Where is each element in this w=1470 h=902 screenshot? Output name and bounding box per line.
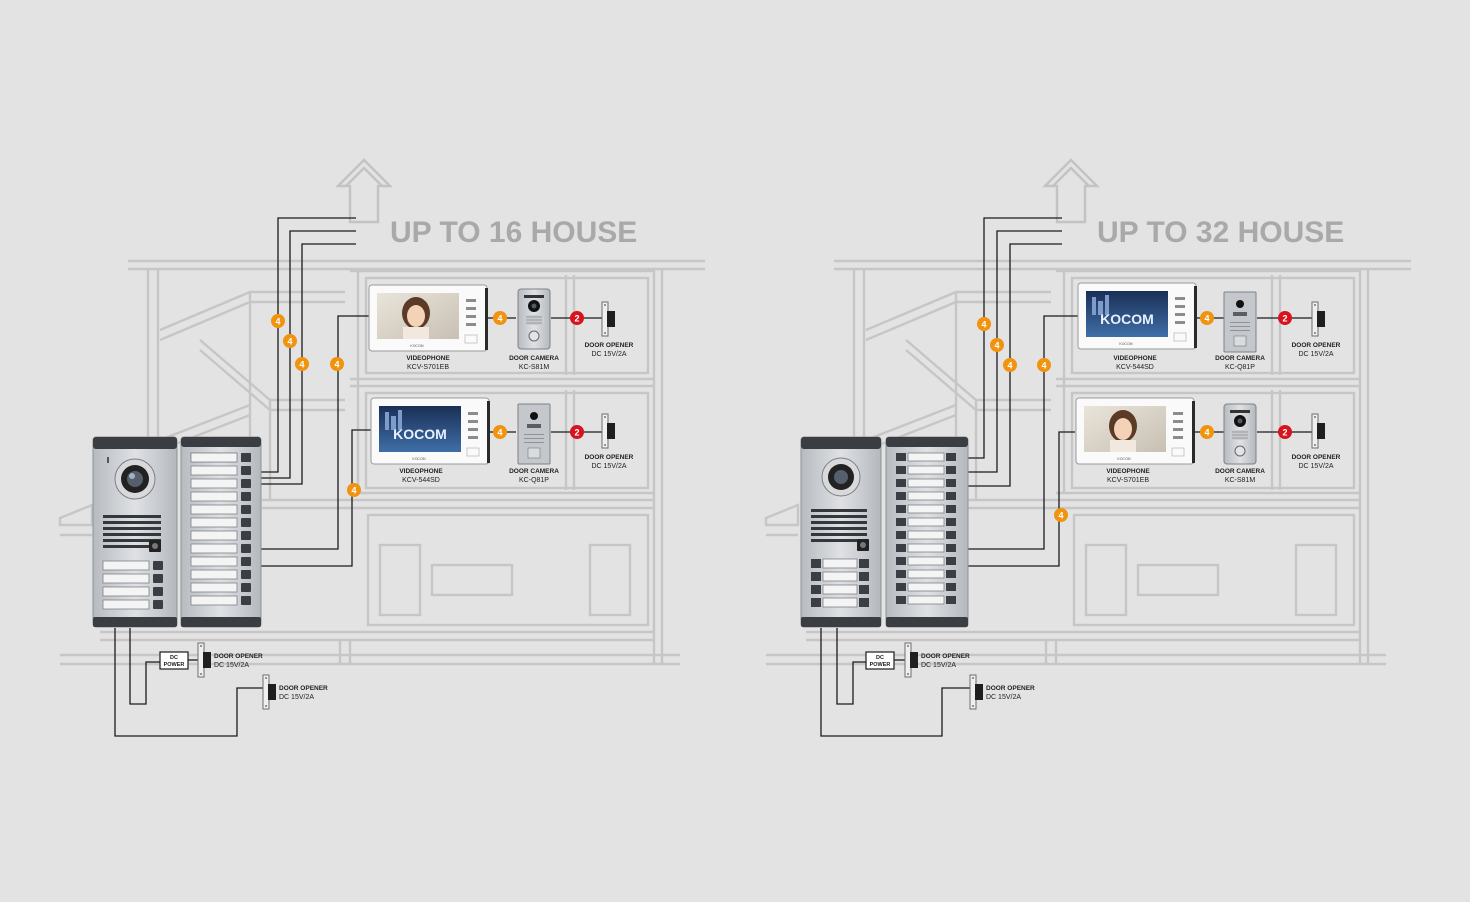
door-opener-icon — [262, 674, 277, 710]
badge-2-icon: 2 — [1282, 314, 1287, 324]
door-camera-kc-s81m — [517, 288, 551, 350]
badge-4-icon: 4 — [981, 320, 986, 330]
badge-4-icon: 4 — [334, 360, 339, 370]
door-opener-label: DOOR OPENER — [1292, 342, 1341, 349]
dc-power-label: POWER — [870, 662, 891, 668]
door-opener-label: DOOR OPENER — [1292, 454, 1341, 461]
capacity-heading: UP TO 32 HOUSE — [1097, 216, 1344, 249]
door-camera-kc-q81p — [517, 403, 551, 465]
badge-4-icon: 4 — [1007, 361, 1012, 371]
videophone-model: KCV-544SD — [402, 477, 440, 484]
badge-2-icon: 2 — [574, 314, 579, 324]
lobby-door-opener-spec: DC 15V/2A — [279, 694, 314, 701]
door-camera-model: KC-Q81P — [519, 477, 549, 484]
badge-4-icon: 4 — [497, 428, 502, 438]
videophone-lower: KOCOM KOCOM — [370, 397, 491, 465]
door-opener-icon — [904, 642, 919, 678]
badge-4-icon: 4 — [994, 341, 999, 351]
videophone-label: VIDEOPHONE — [1113, 355, 1157, 362]
lobby-camera-panel — [800, 436, 882, 628]
lobby-door-opener-label: DOOR OPENER — [214, 653, 263, 660]
badge-4-icon: 4 — [299, 360, 304, 370]
dc-power-box — [159, 651, 189, 670]
door-opener-icon — [969, 674, 984, 710]
screen-logo: KOCOM — [393, 426, 447, 442]
badge-4-icon: 4 — [351, 486, 356, 496]
lobby-door-opener-label: DOOR OPENER — [279, 685, 328, 692]
videophone-lower: KOCOM — [1075, 397, 1196, 465]
videophone-label: VIDEOPHONE — [399, 468, 443, 475]
videophone-model: KCV-S701EB — [407, 364, 449, 371]
lobby-door-opener-label: DOOR OPENER — [986, 685, 1035, 692]
diagram-16-house: UP TO 16 HOUSE 4 4 4 4 4 4 4 — [58, 158, 707, 737]
lobby-door-opener-spec: DC 15V/2A — [214, 662, 249, 669]
lobby-key-module — [885, 436, 969, 628]
door-camera-label: DOOR CAMERA — [1215, 355, 1265, 362]
4-wire-badges: 4 4 4 4 4 4 4 2 2 — [977, 311, 1292, 522]
door-opener-icon — [197, 642, 212, 678]
door-opener-spec: DC 15V/2A — [1298, 463, 1333, 470]
door-opener-spec: DC 15V/2A — [591, 463, 626, 470]
dc-power-label: POWER — [164, 662, 185, 668]
diagram-32-house: UP TO 32 HOUSE 4 4 4 4 4 4 4 2 2 — [764, 158, 1413, 737]
door-camera-model: KC-S81M — [519, 364, 550, 371]
badge-4-icon: 4 — [275, 317, 280, 327]
door-opener-icon — [1311, 413, 1326, 449]
videophone-label: VIDEOPHONE — [1106, 468, 1150, 475]
door-opener-label: DOOR OPENER — [585, 454, 634, 461]
videophone-brand: KOCOM — [410, 344, 423, 348]
dc-power-label: DC — [170, 655, 178, 661]
up-arrow-icon — [336, 158, 392, 224]
videophone-brand: KOCOM — [1119, 342, 1132, 346]
badge-4-icon: 4 — [1058, 511, 1063, 521]
door-camera-kc-q81p — [1223, 291, 1257, 353]
videophone-label: VIDEOPHONE — [406, 355, 450, 362]
capacity-heading: UP TO 16 HOUSE — [390, 216, 637, 249]
badge-2-icon: 2 — [574, 428, 579, 438]
badge-4-icon: 4 — [1041, 361, 1046, 371]
lobby-door-opener-label: DOOR OPENER — [921, 653, 970, 660]
screen-logo: KOCOM — [1100, 311, 1154, 327]
badge-4-icon: 4 — [1204, 428, 1209, 438]
up-arrow-icon — [1043, 158, 1099, 224]
lobby-door-opener-spec: DC 15V/2A — [921, 662, 956, 669]
door-opener-icon — [601, 301, 616, 337]
badge-4-icon: 4 — [1204, 314, 1209, 324]
lobby-key-module — [180, 436, 262, 628]
4-wire-badges: 4 4 4 4 4 4 4 2 2 — [271, 311, 584, 497]
videophone-model: KCV-S701EB — [1107, 477, 1149, 484]
door-opener-icon — [1311, 301, 1326, 337]
videophone-brand: KOCOM — [412, 457, 425, 461]
door-opener-spec: DC 15V/2A — [591, 351, 626, 358]
dc-power-box — [865, 651, 895, 670]
lobby-door-opener-spec: DC 15V/2A — [986, 694, 1021, 701]
dc-power-label: DC — [876, 655, 884, 661]
door-camera-label: DOOR CAMERA — [509, 468, 559, 475]
badge-4-icon: 4 — [497, 314, 502, 324]
door-camera-kc-s81m — [1223, 403, 1257, 465]
door-opener-label: DOOR OPENER — [585, 342, 634, 349]
videophone-model: KCV-544SD — [1116, 364, 1154, 371]
badge-2-icon: 2 — [1282, 428, 1287, 438]
door-camera-model: KC-S81M — [1225, 477, 1256, 484]
door-camera-label: DOOR CAMERA — [509, 355, 559, 362]
videophone-upper: KOCOM KOCOM — [1077, 282, 1198, 350]
door-camera-model: KC-Q81P — [1225, 364, 1255, 371]
videophone-upper: KOCOM — [368, 284, 489, 352]
badge-4-icon: 4 — [287, 337, 292, 347]
door-camera-label: DOOR CAMERA — [1215, 468, 1265, 475]
door-opener-icon — [601, 413, 616, 449]
videophone-brand: KOCOM — [1117, 457, 1130, 461]
lobby-camera-panel — [92, 436, 178, 628]
door-opener-spec: DC 15V/2A — [1298, 351, 1333, 358]
